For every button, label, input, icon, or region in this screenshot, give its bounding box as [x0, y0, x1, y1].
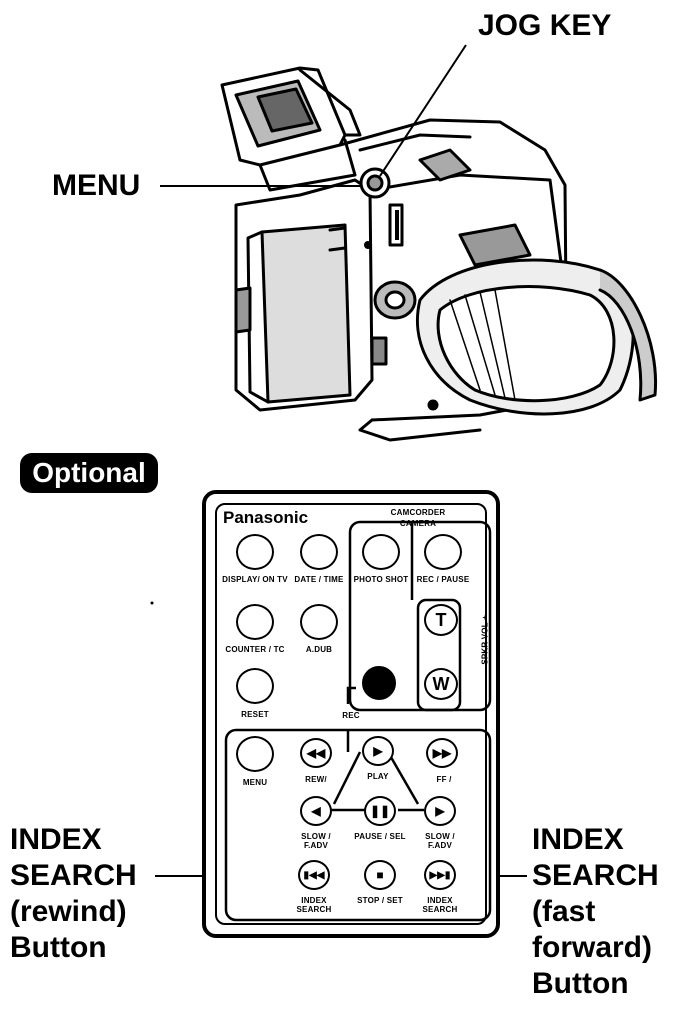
adub-button-label: A.DUB: [305, 645, 333, 654]
callout-line: (fast: [532, 895, 596, 928]
callout-line: SEARCH: [10, 859, 137, 892]
menu-label: MENU: [52, 169, 141, 202]
index-search-ff-button[interactable]: ▶▶▮: [424, 860, 456, 890]
slow-forward-button-label: SLOW / F.ADV: [425, 832, 455, 850]
menu-button-label: MENU: [242, 778, 268, 787]
slow-reverse-button-label: SLOW / F.ADV: [301, 832, 331, 850]
callout-line: Button: [532, 967, 629, 1000]
photo-shot-button-label: PHOTO SHOT: [353, 575, 409, 584]
callout-line: forward): [532, 931, 652, 964]
reset-button[interactable]: [236, 668, 274, 704]
index-search-ff-button-label: INDEX SEARCH: [422, 896, 458, 914]
reset-button-label: RESET: [241, 710, 269, 719]
rec-button-label: REC: [342, 711, 360, 720]
index-search-ff-callout: INDEX SEARCH (fast forward) Button: [532, 822, 659, 1002]
stop-button[interactable]: ■: [364, 860, 396, 890]
jog-key-label: JOG KEY: [478, 9, 612, 42]
speaker-volume-label: - SPKR VOL +: [480, 615, 490, 670]
date-time-button[interactable]: [300, 534, 338, 570]
play-button[interactable]: ▶: [362, 736, 394, 766]
date-time-button-label: DATE / TIME: [294, 575, 344, 584]
camera-section-label: CAMERA: [399, 519, 437, 528]
callout-line: INDEX: [10, 823, 102, 856]
rec-pause-button-label: REC / PAUSE: [416, 575, 470, 584]
pause-button[interactable]: ❚❚: [364, 796, 396, 826]
menu-button[interactable]: [236, 736, 274, 772]
rec-pause-button[interactable]: [424, 534, 462, 570]
slow-forward-button[interactable]: ▶: [424, 796, 456, 826]
ff-button[interactable]: ▶▶: [426, 738, 458, 768]
camcorder-section-label: CAMCORDER: [390, 508, 446, 517]
rec-button[interactable]: [362, 666, 396, 700]
callout-line: SEARCH: [532, 859, 659, 892]
index-search-rewind-button-label: INDEX SEARCH: [296, 896, 332, 914]
remote-inner-frame: [215, 503, 487, 925]
callout-line: (rewind): [10, 895, 127, 928]
rew-button[interactable]: ◀◀: [300, 738, 332, 768]
rew-button-label: REW/: [305, 775, 327, 784]
optional-badge: Optional: [20, 453, 158, 493]
callout-line: Button: [10, 931, 107, 964]
play-button-label: PLAY: [367, 772, 389, 781]
photo-shot-button[interactable]: [362, 534, 400, 570]
stray-dot: [150, 601, 154, 605]
ff-button-label: FF /: [436, 775, 452, 784]
adub-button[interactable]: [300, 604, 338, 640]
display-button[interactable]: [236, 534, 274, 570]
counter-button[interactable]: [236, 604, 274, 640]
remote-brand: Panasonic: [223, 508, 309, 527]
counter-button-label: COUNTER / TC: [225, 645, 285, 654]
index-search-rewind-callout: INDEX SEARCH (rewind) Button: [10, 822, 137, 966]
display-button-label: DISPLAY/ ON TV: [222, 575, 288, 584]
zoom-wide-button[interactable]: W: [424, 668, 458, 700]
zoom-tele-button[interactable]: T: [424, 604, 458, 636]
slow-reverse-button[interactable]: ◀: [300, 796, 332, 826]
index-search-rewind-button[interactable]: ▮◀◀: [298, 860, 330, 890]
stop-button-label: STOP / SET: [357, 896, 403, 905]
callout-line: INDEX: [532, 823, 624, 856]
pause-button-label: PAUSE / SEL: [354, 832, 406, 841]
